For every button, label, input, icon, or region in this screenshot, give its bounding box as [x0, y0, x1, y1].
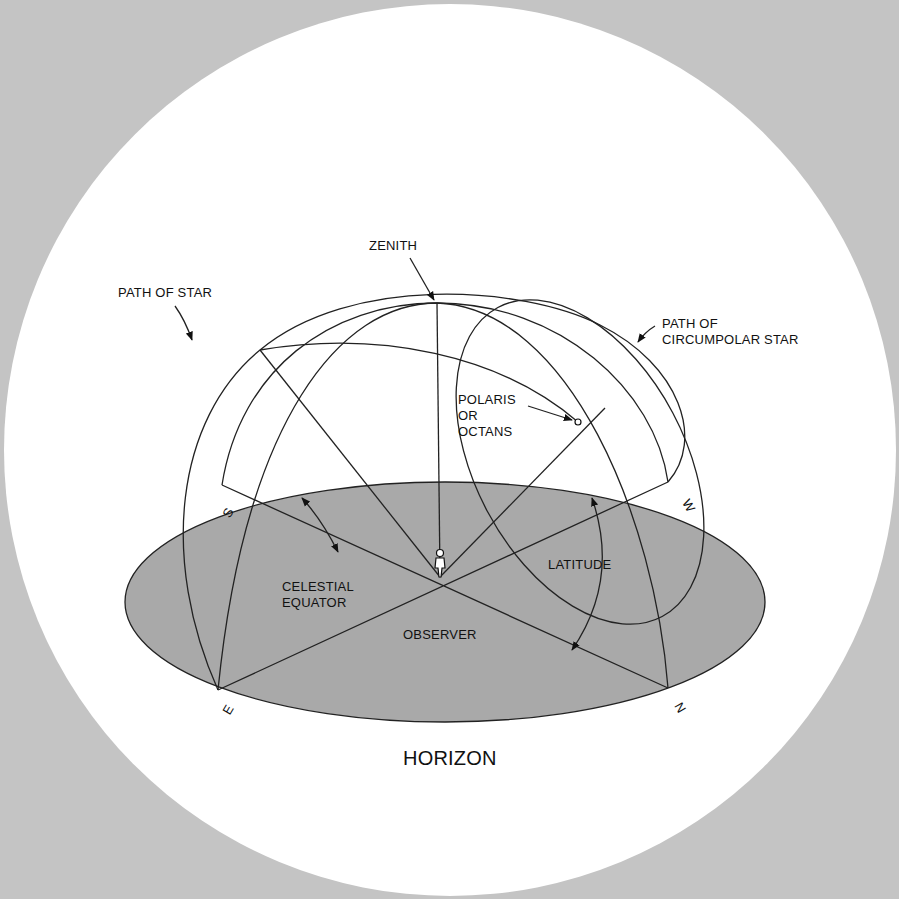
horizon-label: HORIZON	[403, 746, 497, 771]
leader-line	[410, 258, 434, 300]
circumpolar-label: PATH OF CIRCUMPOLAR STAR	[662, 316, 812, 348]
star-path-label: PATH OF STAR	[118, 285, 212, 301]
star-path	[183, 294, 685, 690]
star-line	[260, 350, 440, 577]
polaris-label: POLARIS OR OCTANS	[458, 392, 530, 440]
prime-vertical-arc	[218, 303, 668, 690]
compass-lines	[218, 482, 668, 690]
latitude-arc	[572, 498, 602, 650]
leader-line	[638, 326, 655, 342]
observer-label: OBSERVER	[403, 627, 477, 643]
latitude-label: LATITUDE	[548, 557, 611, 573]
zenith-label: ZENITH	[369, 238, 417, 254]
horizon-plane	[125, 482, 765, 722]
leader-line	[528, 406, 572, 420]
leader-line	[175, 306, 192, 340]
meridian-arc	[222, 303, 668, 688]
zenith-line	[437, 303, 440, 577]
sphere-ground	[4, 4, 896, 896]
equator-label: CELESTIAL EQUATOR	[282, 579, 362, 611]
observer-figure	[435, 550, 445, 578]
equator-angle-arc	[302, 498, 338, 552]
hour-circle	[260, 343, 578, 422]
polaris-star	[575, 419, 581, 425]
